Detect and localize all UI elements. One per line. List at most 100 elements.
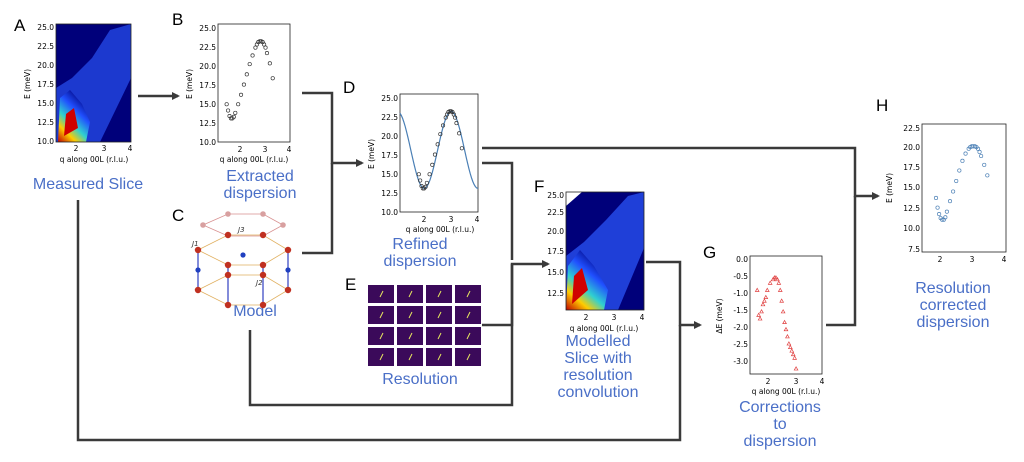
caption-measured-slice: Measured Slice <box>32 176 144 193</box>
ytick: 17.5 <box>199 81 216 90</box>
xtick: 4 <box>287 145 292 154</box>
data-point <box>264 51 270 56</box>
data-point <box>774 276 780 282</box>
panel-letter-e: E <box>345 275 357 294</box>
caption-line: to <box>773 416 787 433</box>
data-point <box>759 309 764 314</box>
xtick: 3 <box>612 313 617 322</box>
y-axis-label: ΔE (meV) <box>715 298 724 333</box>
xtick: 3 <box>263 145 268 154</box>
data-point <box>263 45 268 50</box>
atoms <box>194 231 292 309</box>
caption-refined-dispersion: Refined dispersion <box>360 236 480 270</box>
exchange-label: J2 <box>254 279 263 287</box>
resolution-ellipse <box>379 290 384 298</box>
plot-frame <box>565 191 645 311</box>
data-point <box>785 334 790 339</box>
arrow-d-to-f <box>482 161 514 260</box>
ytick: 17.5 <box>381 151 398 160</box>
data-point <box>944 209 949 214</box>
resolution-ellipse <box>379 353 384 361</box>
data-point <box>943 215 948 220</box>
y-axis-label: E (meV) <box>367 139 376 169</box>
data-point <box>247 62 252 67</box>
data-point <box>233 110 238 115</box>
resolution-ellipse <box>466 311 471 319</box>
data-point <box>777 287 783 292</box>
caption-corrections: Corrections to dispersion <box>710 399 850 450</box>
caption-resolution-corrected: Resolution corrected dispersion <box>888 280 1018 331</box>
ytick: 15.0 <box>547 268 564 277</box>
panel-letter-f: F <box>534 177 545 196</box>
y-axis-label: E (meV) <box>185 69 194 99</box>
data-point <box>951 189 956 194</box>
ytick: -2.5 <box>733 340 748 349</box>
xtick: 2 <box>422 215 427 224</box>
data-point <box>933 195 939 201</box>
caption-line: Slice with <box>564 350 632 367</box>
resolution-ellipse <box>408 290 413 298</box>
resolution-cells <box>368 285 481 366</box>
ytick: 25.0 <box>381 94 398 103</box>
data-point <box>935 205 940 210</box>
data-point <box>977 149 982 155</box>
data-point <box>764 287 770 292</box>
data-point <box>782 319 787 324</box>
plot-frame <box>921 123 1007 253</box>
data-point <box>786 341 792 346</box>
data-point <box>238 92 244 97</box>
xtick: 4 <box>475 215 480 224</box>
caption-line: Modelled <box>565 333 631 350</box>
x-axis-label: q along 00L (r.l.u.) <box>570 324 639 333</box>
data-point <box>244 72 249 77</box>
data-point <box>937 212 942 217</box>
data-point <box>427 172 432 177</box>
caption-line: Refined <box>392 236 448 253</box>
exchange-label: J1 <box>190 240 199 248</box>
arrow-d-to-h <box>482 146 880 200</box>
xtick: 2 <box>584 313 589 322</box>
xtick: 4 <box>640 313 645 322</box>
panel-f-heatmap: 12.5 15.0 17.5 20.0 22.5 25.0 2 3 4 q al… <box>547 191 645 333</box>
data-point <box>423 184 428 189</box>
caption-line: Extracted <box>226 168 294 185</box>
resolution-ellipse <box>466 353 471 361</box>
ytick: 20.0 <box>199 62 216 71</box>
scatter-points <box>416 109 464 191</box>
ytick: 12.5 <box>37 118 54 127</box>
atoms-back <box>200 211 286 228</box>
data-point <box>226 108 231 113</box>
data-point <box>792 355 798 360</box>
y-axis-label: E (meV) <box>23 69 32 99</box>
data-point <box>790 351 796 357</box>
ytick: 25.0 <box>547 191 564 200</box>
data-point <box>438 132 443 137</box>
ytick: 25.0 <box>199 24 216 33</box>
data-point <box>767 280 773 285</box>
xtick: 3 <box>102 144 107 153</box>
resolution-ellipse <box>379 311 384 319</box>
ytick: 17.5 <box>547 247 564 256</box>
resolution-ellipse <box>408 353 413 361</box>
ytick: 12.5 <box>903 204 920 213</box>
data-point <box>762 298 767 303</box>
panel-g-scatter: 0.0 -0.5 -1.0 -1.5 -2.0 -2.5 -3.0 2 3 4 … <box>715 255 825 396</box>
data-point <box>430 162 435 167</box>
ytick: 20.0 <box>903 143 920 152</box>
ytick: 20.0 <box>547 227 564 236</box>
resolution-ellipse <box>408 311 413 319</box>
scatter-points <box>754 275 799 371</box>
resolution-ellipse <box>466 290 471 298</box>
data-point <box>756 312 762 317</box>
ytick: 12.5 <box>547 289 564 298</box>
caption-line: resolution <box>563 367 633 384</box>
data-point <box>754 287 760 292</box>
resolution-ellipse <box>437 332 442 340</box>
ytick: 12.5 <box>199 119 216 128</box>
ytick: 10.0 <box>199 138 216 147</box>
panel-c-model: J1 J2 J3 <box>190 211 292 309</box>
ytick: 20.0 <box>37 61 54 70</box>
data-point <box>963 151 968 156</box>
scatter-points <box>933 144 990 222</box>
